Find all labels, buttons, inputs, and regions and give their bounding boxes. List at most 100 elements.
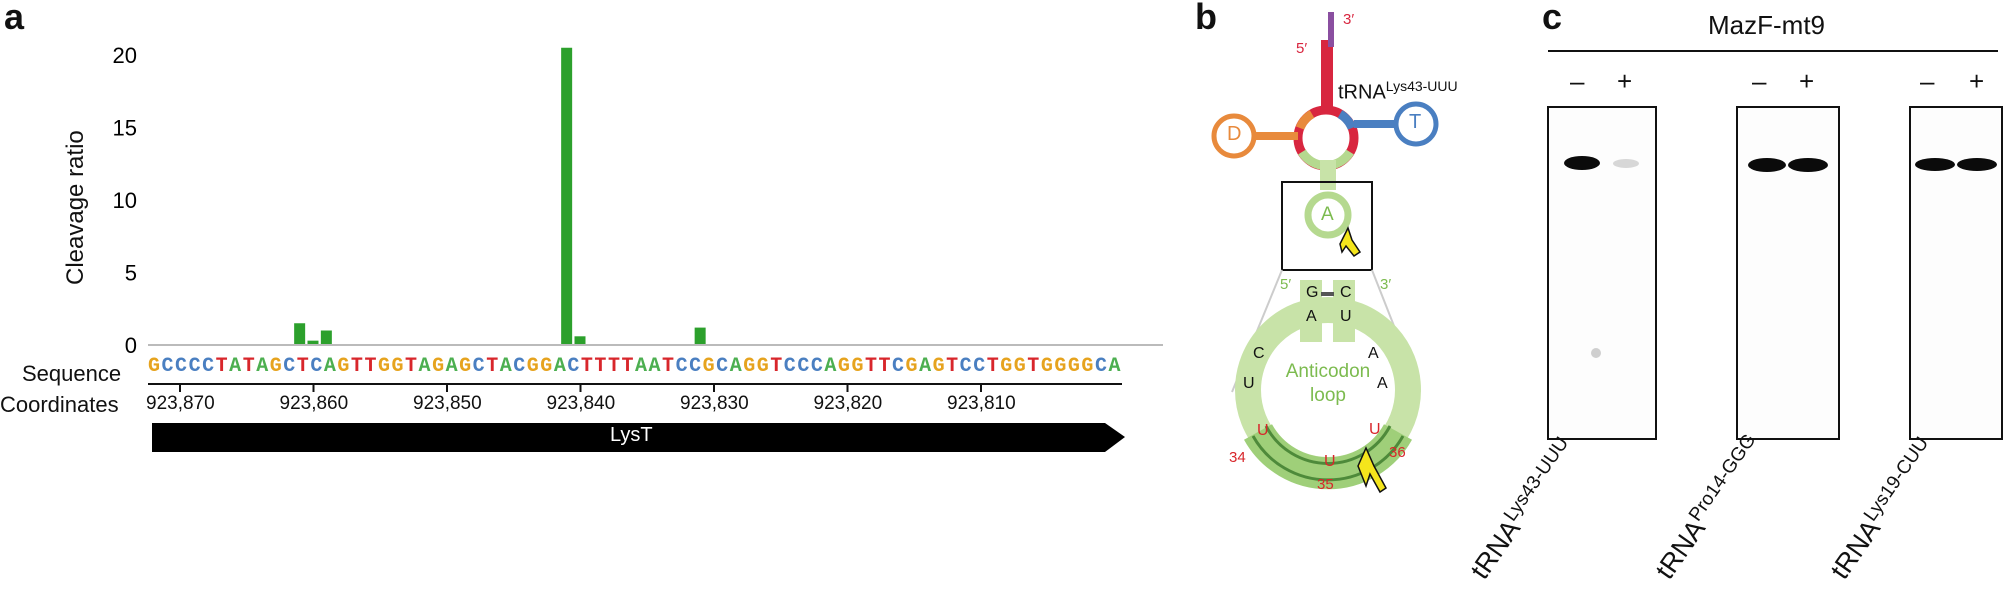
sequence-base: T (864, 355, 877, 378)
lane-label-2: tRNAPro14-GGG (1649, 430, 1761, 585)
coordinate-label: 923,840 (546, 393, 616, 414)
sequence-base: G (432, 355, 445, 378)
sequence-base: T (1027, 355, 1040, 378)
sign-plus-3: + (1969, 66, 1985, 96)
band-3-plus (1957, 158, 1997, 171)
gene-arrow (152, 423, 1125, 452)
sequence-base: G (1000, 355, 1013, 378)
loop-a1: A (1368, 345, 1379, 362)
sign-plus-2: + (1799, 66, 1815, 96)
loop-c: C (1253, 345, 1265, 362)
sequence-base: C (188, 355, 201, 378)
sequence-base: T (662, 355, 675, 378)
small-arrow (1339, 226, 1362, 258)
sequence-base: A (553, 355, 566, 378)
sequence-base: A (229, 355, 242, 378)
sequence-base: T (878, 355, 891, 378)
sequence-base: T (405, 355, 418, 378)
pos-34: 34 (1229, 449, 1246, 466)
sequence-base: T (486, 355, 499, 378)
anticodon-u36: U (1369, 421, 1381, 438)
sequence-base: T (350, 355, 363, 378)
sequence-base: G (377, 355, 390, 378)
anticodon-u35: U (1324, 453, 1336, 470)
stem-c: C (1340, 284, 1352, 301)
band-2-plus (1788, 158, 1828, 172)
t-loop (1393, 101, 1439, 147)
band-2-minus (1748, 158, 1786, 172)
title-rule (1548, 50, 1998, 52)
sequence-base: G (1067, 355, 1080, 378)
sequence-base: T (621, 355, 634, 378)
sequence-base: C (513, 355, 526, 378)
sequence-base: A (499, 355, 512, 378)
anticodon-highlight (1244, 423, 1412, 490)
sequence-base: C (689, 355, 702, 378)
anticodon-stem-small (1320, 160, 1336, 190)
sequence-base: C (783, 355, 796, 378)
sequence-base: G (851, 355, 864, 378)
sequence-base: A (418, 355, 431, 378)
lane-label-3: tRNALys19-CUU (1824, 433, 1934, 585)
a-arm-label: A (1321, 204, 1334, 225)
sequence-base: C (716, 355, 729, 378)
sequence-base: G (391, 355, 404, 378)
bar (694, 327, 706, 345)
zoom-box (1281, 181, 1373, 271)
sequence-base: G (1040, 355, 1053, 378)
loop-u: U (1243, 375, 1255, 392)
sequence-base: G (526, 355, 539, 378)
sequence-base: A (919, 355, 932, 378)
stem-g: G (1306, 284, 1319, 301)
y-tick-label: 5 (125, 261, 137, 286)
sequence-base: C (892, 355, 905, 378)
sequence-base: G (269, 355, 282, 378)
sequence-base: G (905, 355, 918, 378)
sequence-base: C (797, 355, 810, 378)
spot-1 (1591, 348, 1601, 358)
enzyme-title: MazF-mt9 (1708, 10, 1825, 40)
pos-35: 35 (1317, 476, 1334, 493)
sequence-base: T (946, 355, 959, 378)
sign-minus-1: – (1570, 66, 1585, 96)
sequence-base: A (824, 355, 837, 378)
sequence-base: A (1108, 355, 1121, 378)
sequence-base: C (973, 355, 986, 378)
sequence-base: G (702, 355, 715, 378)
trna-diagram (1211, 12, 1439, 494)
anticodon-u34: U (1257, 422, 1269, 439)
sequence-base: C (959, 355, 972, 378)
stem-u: U (1340, 308, 1352, 325)
sequence-base: G (1081, 355, 1094, 378)
end-3prime: 3′ (1343, 11, 1355, 28)
coordinate-label: 923,860 (279, 393, 349, 414)
y-tick-label: 0 (125, 333, 137, 358)
sequence-base: G (837, 355, 850, 378)
stem-a: A (1306, 308, 1317, 325)
panel-b-letter: b (1195, 0, 1217, 37)
sequence-base: C (310, 355, 323, 378)
sequence-base: T (364, 355, 377, 378)
coordinate-label: 923,870 (146, 393, 215, 414)
acceptor-3prime (1328, 12, 1334, 47)
sequence-base: A (648, 355, 661, 378)
sequence-base: C (1094, 355, 1107, 378)
sequence-base: C (472, 355, 485, 378)
y-tick-label: 10 (113, 188, 137, 213)
sequence-base: G (743, 355, 756, 378)
sequence-base: T (594, 355, 607, 378)
sequence-base: A (729, 355, 742, 378)
sequence-base: T (215, 355, 228, 378)
gel-2 (1736, 106, 1840, 440)
gel-3 (1909, 106, 2003, 440)
d-arm-label: D (1227, 123, 1242, 145)
sequence-base: C (810, 355, 823, 378)
sequence-base: T (296, 355, 309, 378)
bar (574, 336, 586, 345)
anticodon-highlight-outline (1251, 435, 1405, 482)
big-arrow (1357, 446, 1387, 494)
d-stem (1242, 132, 1298, 140)
sequence-base: A (635, 355, 648, 378)
